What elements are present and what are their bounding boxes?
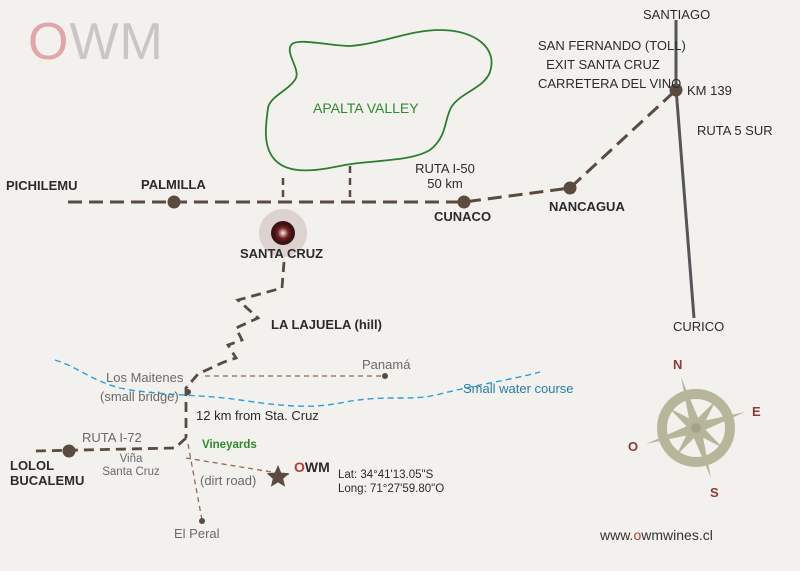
small-bridge-label: (small bridge) xyxy=(100,389,179,404)
panama-label: Panamá xyxy=(362,357,411,372)
pichilemu-label: PICHILEMU xyxy=(6,178,78,193)
dirt-road-el-peral xyxy=(187,443,203,521)
el-peral-dot xyxy=(199,518,205,524)
santiago-label: SANTIAGO xyxy=(643,7,711,22)
km139-label: KM 139 xyxy=(687,83,732,98)
compass-east-label: E xyxy=(752,404,761,419)
apalta-valley-outline xyxy=(264,29,493,172)
san-fernando-label: SAN FERNANDO (TOLL) xyxy=(538,38,686,53)
compass-south-label: S xyxy=(710,485,719,500)
cunaco-dot xyxy=(457,195,471,209)
exit-santa-cruz-label: EXIT SANTA CRUZ xyxy=(546,57,660,72)
apalta-valley-label: APALTA VALLEY xyxy=(313,100,419,116)
nancagua-dot xyxy=(563,181,577,195)
los-maitenes-dot xyxy=(185,389,191,395)
website-prefix: www. xyxy=(600,527,634,543)
curico-label: CURICO xyxy=(673,319,725,334)
lolol-label: LOLOL xyxy=(10,458,55,473)
palmilla-label: PALMILLA xyxy=(141,177,206,192)
winery-wm: WM xyxy=(304,459,330,475)
owm-logo: OWM xyxy=(28,16,164,68)
nancagua-label: NANCAGUA xyxy=(549,199,625,214)
ruta-5-sur-road xyxy=(674,20,696,319)
water-course-label: Small water course xyxy=(463,381,574,396)
compass-rose xyxy=(646,377,745,478)
santa-cruz-label: SANTA CRUZ xyxy=(240,246,324,261)
compass-north-label: N xyxy=(673,357,683,372)
winery-o: O xyxy=(294,459,305,475)
vineyards-label: Vineyards xyxy=(202,439,257,451)
lolol-dot xyxy=(62,444,76,458)
ruta-i72-label: RUTA I-72 xyxy=(82,430,142,445)
palmilla-dot xyxy=(167,195,181,209)
small-water-course xyxy=(54,359,541,407)
compass-west-label: O xyxy=(628,439,639,454)
la-lajuela-label: LA LAJUELA (hill) xyxy=(271,317,382,332)
ruta-i50-distance-label: 50 km xyxy=(427,176,463,191)
bucalemu-label: BUCALEMU xyxy=(10,473,85,488)
panama-dot xyxy=(382,373,388,379)
ruta5-label: RUTA 5 SUR xyxy=(697,123,773,138)
cunaco-label: CUNACO xyxy=(434,209,492,224)
latitude-label: Lat: 34°41'13.05"S xyxy=(338,469,434,481)
vina-label: Viña xyxy=(119,453,143,465)
santa-cruz-marker xyxy=(271,221,295,245)
logo-wm: WM xyxy=(69,13,164,71)
la-lajuela-road xyxy=(184,261,286,438)
owm-winery-star xyxy=(266,465,290,487)
los-maitenes-label: Los Maitenes xyxy=(106,370,184,385)
owm-winery-label: OWM xyxy=(294,459,330,475)
website-link[interactable]: www.owmwines.cl xyxy=(600,527,713,543)
distance-label: 12 km from Sta. Cruz xyxy=(196,408,319,423)
ruta-i72-road xyxy=(34,436,187,453)
dirt-road-label: (dirt road) xyxy=(200,473,257,488)
km139-dot xyxy=(669,83,683,97)
el-peral-label: El Peral xyxy=(174,526,220,541)
logo-o: O xyxy=(28,13,70,71)
santa-cruz-small-label: Santa Cruz xyxy=(102,466,160,478)
website-o: o xyxy=(633,527,642,543)
carretera-del-vino-label: CARRETERA DEL VINO xyxy=(538,76,682,91)
ruta-i50-label: RUTA I-50 xyxy=(415,161,475,176)
longitude-label: Long: 71°27'59.80"O xyxy=(338,483,445,495)
ruta-i50-road xyxy=(68,88,678,204)
website-suffix: wmwines.cl xyxy=(641,527,713,543)
